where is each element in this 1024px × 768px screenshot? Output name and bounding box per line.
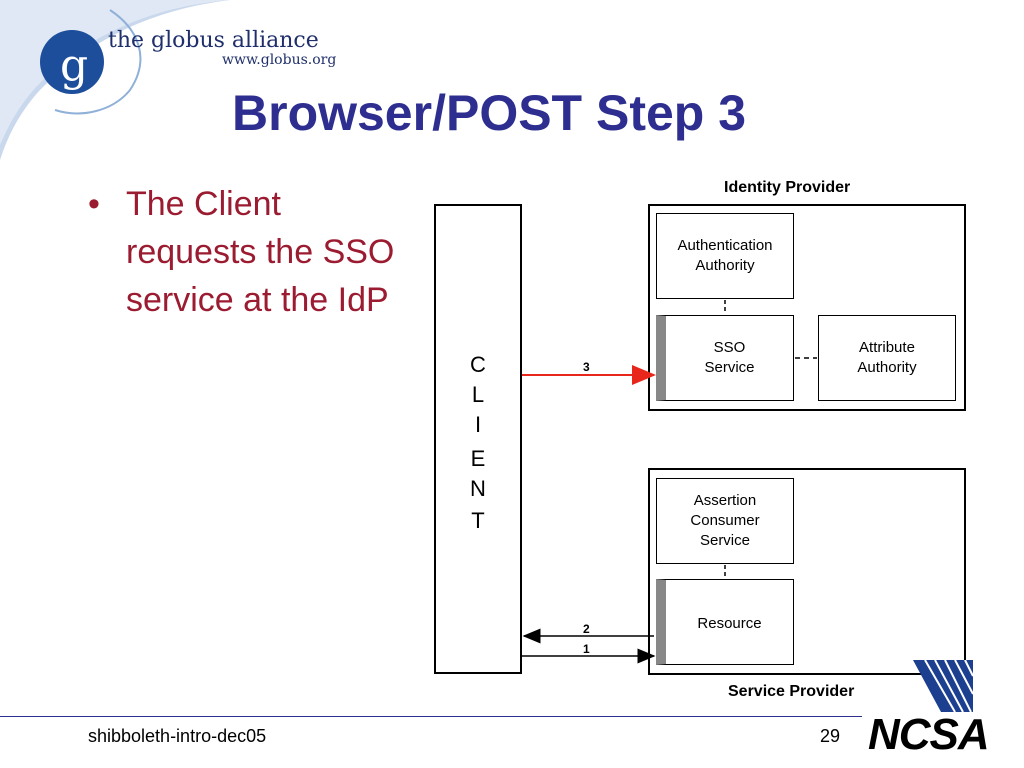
authentication-authority-line: Authentication bbox=[677, 237, 773, 254]
service-provider-label: Service Provider bbox=[728, 683, 855, 700]
sso-service-line: Service bbox=[704, 359, 755, 376]
ncsa-logo-stripes bbox=[913, 660, 973, 712]
client-letter: E bbox=[470, 446, 486, 471]
globus-logo-swoosh: g bbox=[0, 0, 230, 160]
client-box: C L I E N T bbox=[434, 204, 522, 674]
client-letter: N bbox=[470, 476, 486, 501]
sso-service-line: SSO bbox=[713, 339, 746, 356]
resource-box: Resource bbox=[656, 579, 794, 665]
footer-presentation-name: shibboleth-intro-dec05 bbox=[88, 726, 267, 746]
globus-g-glyph: g bbox=[60, 40, 88, 91]
sso-service-box: SSO Service bbox=[656, 315, 794, 401]
globus-org-name: the globus alliance bbox=[108, 28, 319, 53]
attribute-authority-line: Authority bbox=[857, 359, 917, 376]
authentication-authority-line: Authority bbox=[695, 257, 755, 274]
page-number: 29 bbox=[820, 726, 841, 746]
globus-url: www.globus.org bbox=[222, 52, 337, 68]
attribute-authority-line: Attribute bbox=[859, 339, 915, 356]
acs-line: Service bbox=[699, 532, 750, 549]
bullet-dot-icon: • bbox=[88, 185, 100, 223]
resource-label: Resource bbox=[697, 615, 762, 632]
step-3-label: 3 bbox=[583, 360, 590, 374]
bullet-text: The Client requests the SSO service at t… bbox=[126, 185, 395, 319]
client-letter: C bbox=[470, 352, 486, 377]
slide-title: Browser/POST Step 3 bbox=[232, 85, 747, 141]
client-letter: L bbox=[471, 382, 485, 407]
identity-provider-label: Identity Provider bbox=[724, 179, 851, 196]
ncsa-logo-text: NCSA bbox=[868, 710, 990, 759]
footer-divider bbox=[0, 716, 862, 717]
acs-line: Assertion bbox=[693, 492, 757, 509]
client-letter: I bbox=[474, 412, 482, 437]
client-letter: T bbox=[471, 508, 485, 533]
step-1-label: 1 bbox=[583, 642, 590, 656]
acs-line: Consumer bbox=[690, 512, 760, 529]
step-2-label: 2 bbox=[583, 622, 590, 636]
